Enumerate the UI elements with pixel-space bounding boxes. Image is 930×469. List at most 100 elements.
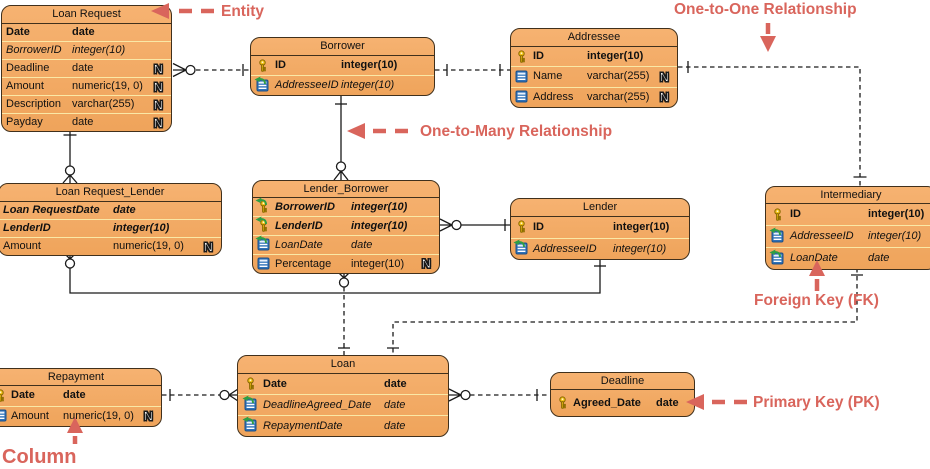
primary-foreign-key-icon [255, 216, 272, 233]
entity-title: Intermediary [766, 187, 930, 204]
connector-lenderborrower-lender [439, 218, 510, 232]
connector-borrower-addressee [435, 64, 510, 76]
column-type: integer(10) [351, 201, 408, 213]
column-type: integer(10) [72, 44, 126, 56]
entity-title: Repayment [0, 369, 161, 386]
column-name: Description [6, 98, 62, 110]
primary-key-icon [771, 207, 786, 222]
column-name: Amount [3, 240, 41, 252]
foreign-key-icon [255, 235, 272, 252]
column-name: Date [6, 26, 30, 38]
column-name: Percentage [275, 258, 332, 270]
column-type: date [351, 239, 373, 251]
nullable-icon: N [659, 69, 670, 85]
connector-loanrequest-loanrequestlender [62, 126, 78, 184]
column-row: AddresseeID integer(10) [511, 239, 689, 260]
nullable-icon: N [153, 96, 164, 112]
column-type: integer(10) [351, 220, 408, 232]
nullable-icon: N [421, 255, 432, 271]
column-type: numeric(19, 0) [72, 80, 143, 92]
column-icon [515, 70, 530, 84]
connector-loanrequest-borrower [172, 62, 250, 78]
column-name: LenderID [3, 222, 51, 234]
column-type: date [72, 26, 95, 38]
column-name: BorrowerID [6, 44, 62, 56]
entity-title: Loan Request_Lender [0, 184, 221, 202]
entity-title: Lender_Borrower [253, 181, 439, 198]
column-type: integer(10) [613, 242, 667, 255]
column-name: Name [533, 70, 563, 83]
column-type: date [656, 397, 679, 409]
column-name: AddresseeID [533, 242, 597, 255]
nullable-icon: N [659, 89, 670, 105]
column-type: varchar(255) [587, 90, 650, 103]
entity-title: Deadline [551, 373, 694, 390]
nullable-icon: N [203, 238, 214, 254]
column-name: ID [790, 208, 801, 220]
column-type: numeric(19, 0) [113, 240, 184, 252]
one-to-one-callout-arrow [760, 23, 776, 52]
annotation-primary-key: Primary Key (PK) [753, 394, 880, 411]
foreign-key-icon [769, 227, 786, 244]
column-row: Address varchar(255) N [511, 88, 677, 107]
connector-lenderborrower-loan [336, 270, 352, 355]
foreign-key-icon [254, 76, 271, 93]
column-row: RepaymentDate date [238, 416, 448, 436]
column-name: ID [533, 221, 544, 233]
column-type: integer(10) [868, 230, 922, 242]
foreign-key-icon [769, 249, 786, 266]
connector-repayment-loan [162, 388, 239, 402]
column-type: numeric(19, 0) [63, 409, 134, 422]
column-type: date [384, 378, 407, 390]
column-type: date [72, 116, 94, 128]
primary-key-icon [556, 396, 571, 410]
column-name: RepaymentDate [263, 420, 343, 432]
column-name: Deadline [6, 62, 50, 74]
entity-title: Loan [238, 356, 448, 374]
foreign-key-icon [513, 239, 530, 256]
column-row: Amount numeric(19, 0) N [0, 238, 221, 255]
column-name: Agreed_Date [573, 397, 641, 409]
connector-intermediary-loan [387, 268, 863, 355]
entity-title: Lender [511, 199, 689, 217]
column-name: Amount [11, 409, 49, 422]
column-type: varchar(255) [72, 98, 135, 110]
column-name: Address [533, 90, 574, 103]
entity-title: Borrower [251, 38, 434, 56]
one-to-many-callout-arrow [347, 123, 408, 139]
column-type: integer(10) [613, 221, 670, 233]
connector-addressee-intermediary [678, 61, 867, 186]
column-type: date [384, 420, 406, 432]
column-name: AddresseeID [275, 79, 339, 91]
column-type: date [868, 252, 890, 264]
primary-key-icon [515, 50, 530, 64]
entity-title: Addressee [511, 29, 677, 47]
column-type: integer(10) [587, 50, 644, 62]
nullable-icon: N [153, 60, 164, 76]
annotation-foreign-key: Foreign Key (FK) [754, 292, 879, 309]
annotation-one-to-one: One-to-One Relationship [674, 1, 857, 18]
